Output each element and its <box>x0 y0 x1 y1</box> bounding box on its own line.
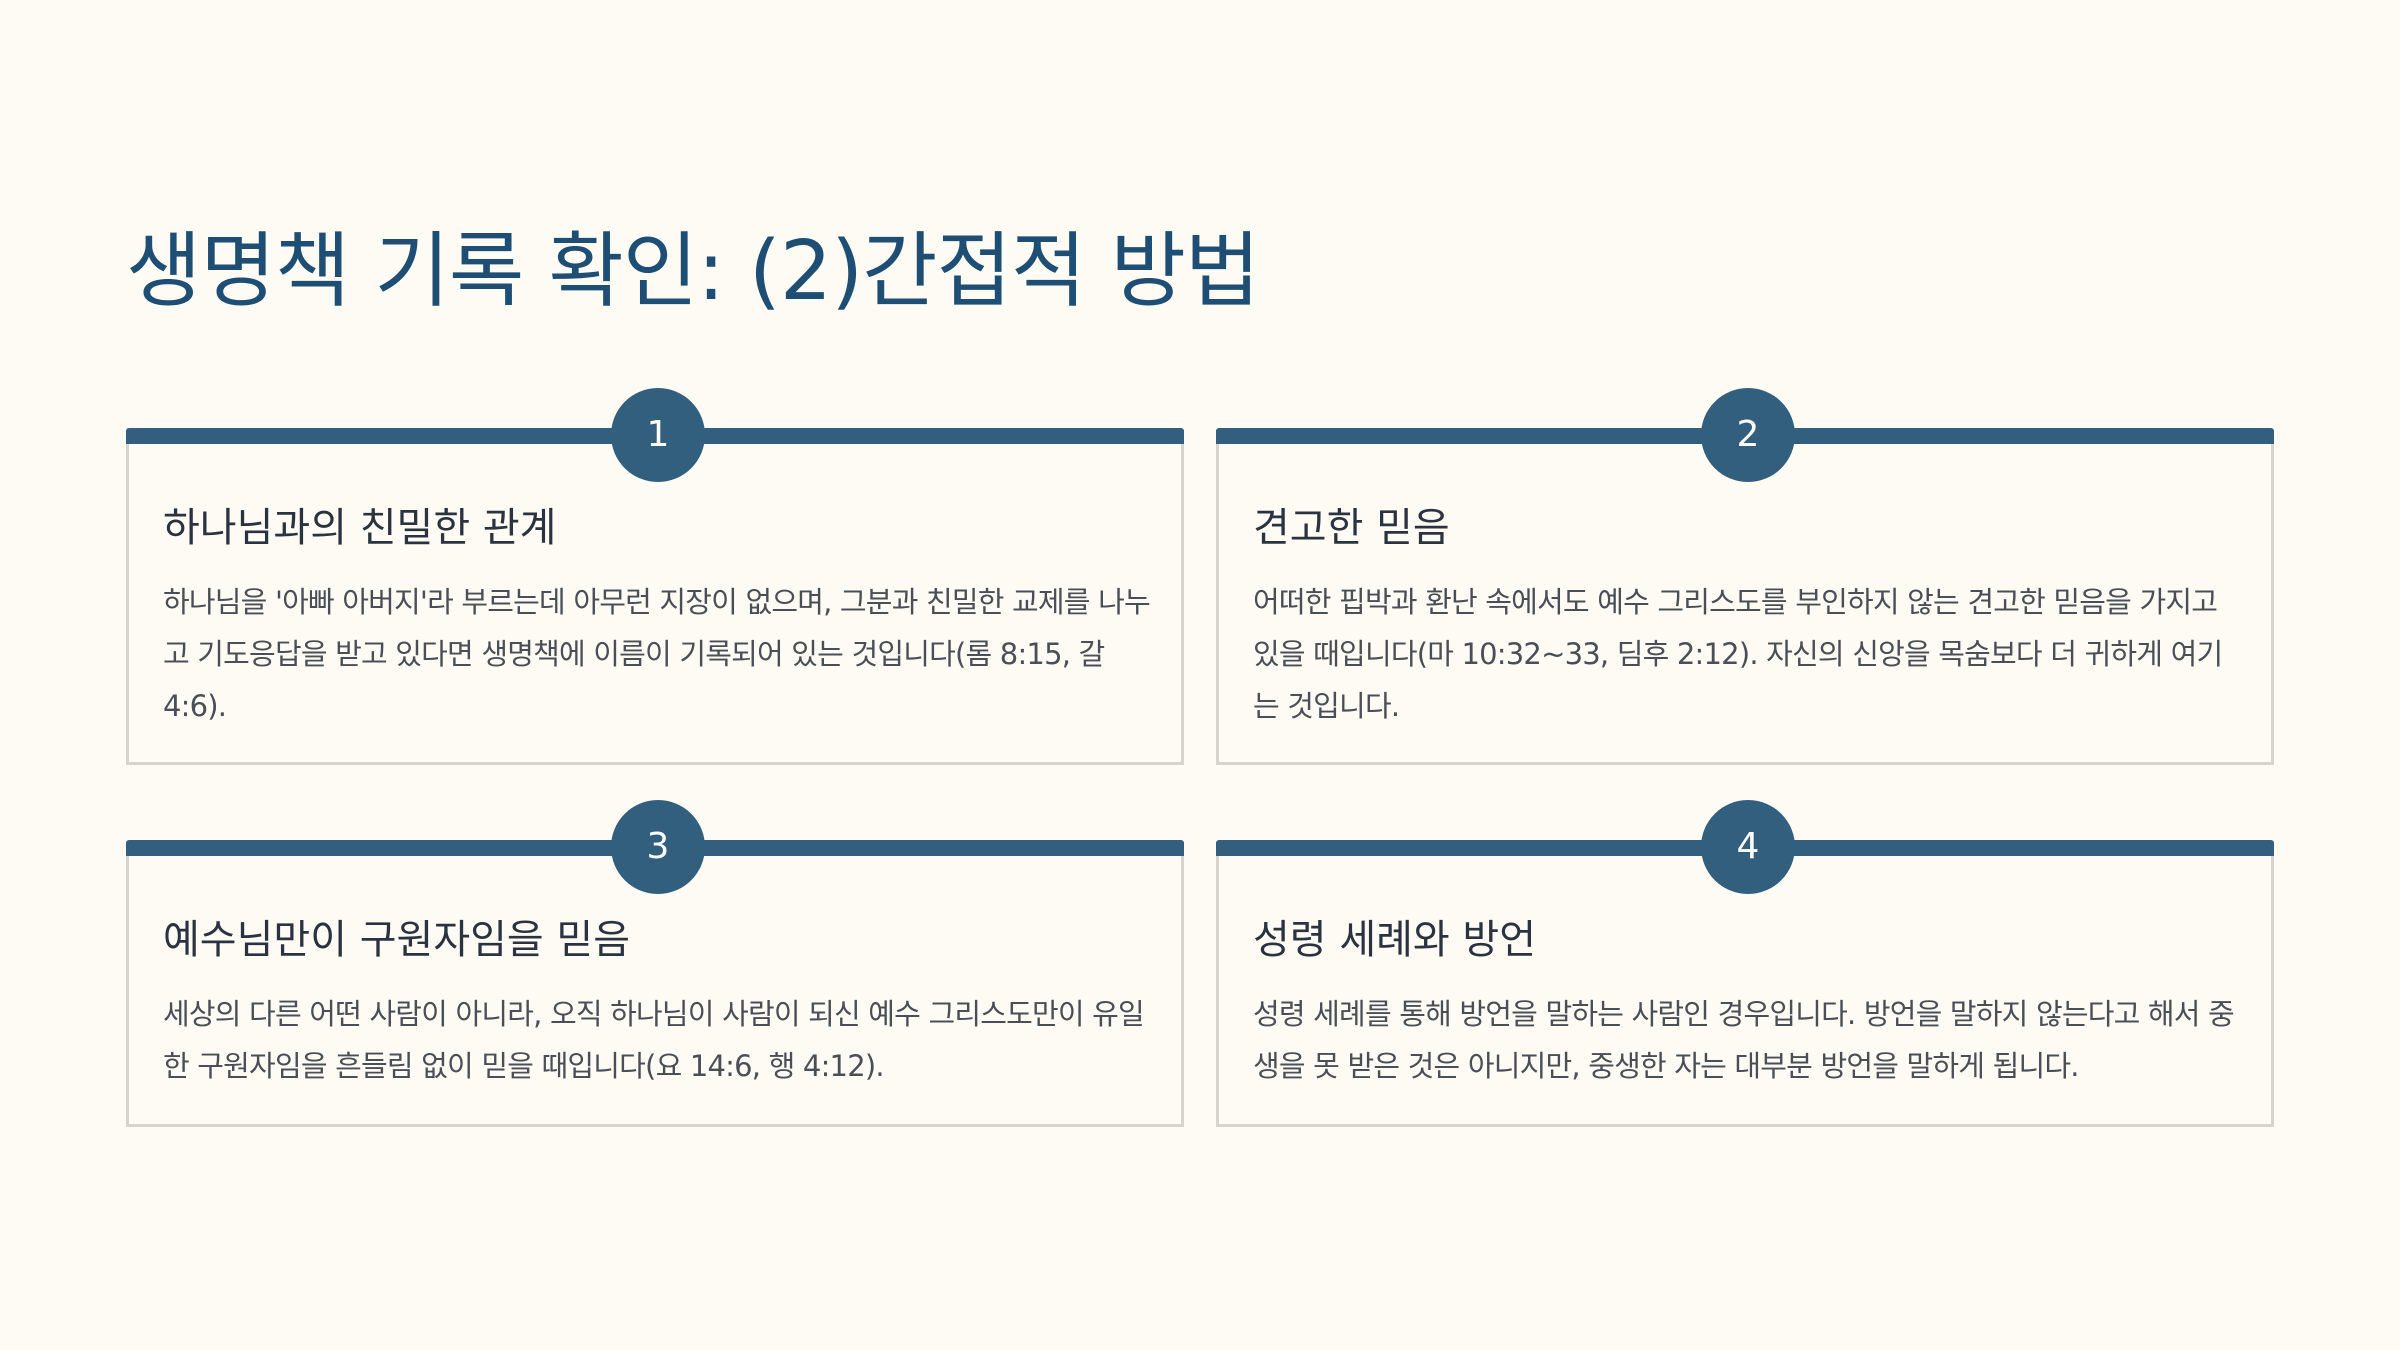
card-2: 2 견고한 믿음 어떠한 핍박과 환난 속에서도 예수 그리스도를 부인하지 않… <box>1216 388 2274 765</box>
card-heading: 견고한 믿음 <box>1253 505 1450 551</box>
card-number-badge: 1 <box>611 388 705 482</box>
card-heading: 성령 세례와 방언 <box>1253 917 1537 963</box>
card-body: 세상의 다른 어떤 사람이 아니라, 오직 하나님이 사람이 되신 예수 그리스… <box>163 997 1145 1083</box>
card-number-badge: 4 <box>1701 800 1795 894</box>
card-heading: 하나님과의 친밀한 관계 <box>163 505 557 551</box>
card-heading: 예수님만이 구원자임을 믿음 <box>163 917 631 963</box>
card-number-badge: 3 <box>611 800 705 894</box>
card-body: 어떠한 핍박과 환난 속에서도 예수 그리스도를 부인하지 않는 견고한 믿음을… <box>1253 585 2223 723</box>
card-body: 성령 세례를 통해 방언을 말하는 사람인 경우입니다. 방언을 말하지 않는다… <box>1253 997 2235 1083</box>
card-4: 4 성령 세례와 방언 성령 세례를 통해 방언을 말하는 사람인 경우입니다.… <box>1216 800 2274 1127</box>
card-1: 1 하나님과의 친밀한 관계 하나님을 '아빠 아버지'라 부르는데 아무런 지… <box>126 388 1184 765</box>
card-number-badge: 2 <box>1701 388 1795 482</box>
card-body: 하나님을 '아빠 아버지'라 부르는데 아무런 지장이 없으며, 그분과 친밀한… <box>163 585 1151 723</box>
card-3: 3 예수님만이 구원자임을 믿음 세상의 다른 어떤 사람이 아니라, 오직 하… <box>126 800 1184 1127</box>
page-title: 생명책 기록 확인: (2)간접적 방법 <box>126 224 1260 319</box>
